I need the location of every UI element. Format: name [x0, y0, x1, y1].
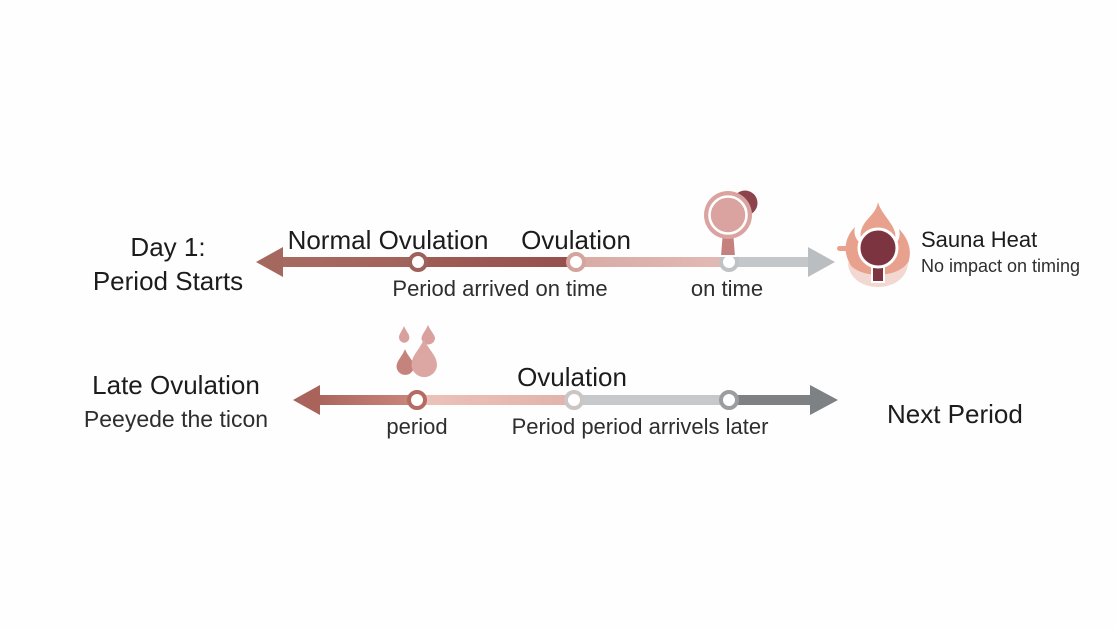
sauna-heat-subtitle: No impact on timing [921, 256, 1081, 276]
ovulation-heading-bottom: Ovulation [517, 362, 627, 392]
late-segment-4 [729, 395, 810, 405]
day1-label-line2: Period Starts [92, 266, 244, 296]
normal-node-1 [408, 252, 428, 272]
late-caption-period: period [386, 414, 448, 439]
late-ovulation-label-line2: Peeyede the ticon [83, 406, 269, 432]
normal-caption-period: Period arrived on time [392, 276, 608, 301]
late-ovulation-label-line1: Late Ovulation [92, 370, 260, 400]
sauna-heat-title: Sauna Heat [921, 227, 1038, 252]
normal-timeline-left-label: Day 1: Period Starts [48, 230, 288, 298]
ovulation-egg-icon [698, 187, 760, 264]
ovulation-heading-top: Ovulation [521, 225, 631, 255]
normal-timeline-shaft [0, 257, 1116, 267]
late-timeline-left-label: Late Ovulation Peeyede the ticon [56, 368, 296, 436]
day1-label-line1: Day 1: [130, 232, 206, 262]
period-droplets-icon [392, 324, 444, 395]
normal-right-arrowhead-icon [808, 247, 835, 277]
late-segment-2 [417, 395, 574, 405]
normal-left-arrowhead-icon [256, 247, 283, 277]
normal-ovulation-heading: Normal Ovulation [287, 225, 489, 255]
normal-caption-on-time: on time [690, 276, 764, 301]
normal-segment-post-ovulation [576, 257, 729, 267]
late-node-ovulation [564, 390, 584, 410]
late-timeline-shaft [0, 395, 1116, 405]
late-segment-1 [313, 395, 417, 405]
late-caption-arrives-later: Period period arrivels later [511, 414, 769, 439]
late-segment-3 [574, 395, 729, 405]
late-left-arrowhead-icon [293, 385, 320, 415]
normal-node-ovulation [566, 252, 586, 272]
late-right-arrowhead-icon [810, 385, 838, 415]
next-period-label: Next Period [887, 399, 1023, 429]
sauna-heat-icon [836, 198, 918, 299]
late-node-3 [719, 390, 739, 410]
normal-segment-future [729, 257, 808, 267]
normal-segment-luteal [276, 257, 418, 267]
late-node-period [407, 390, 427, 410]
normal-segment-follicular [418, 257, 576, 267]
